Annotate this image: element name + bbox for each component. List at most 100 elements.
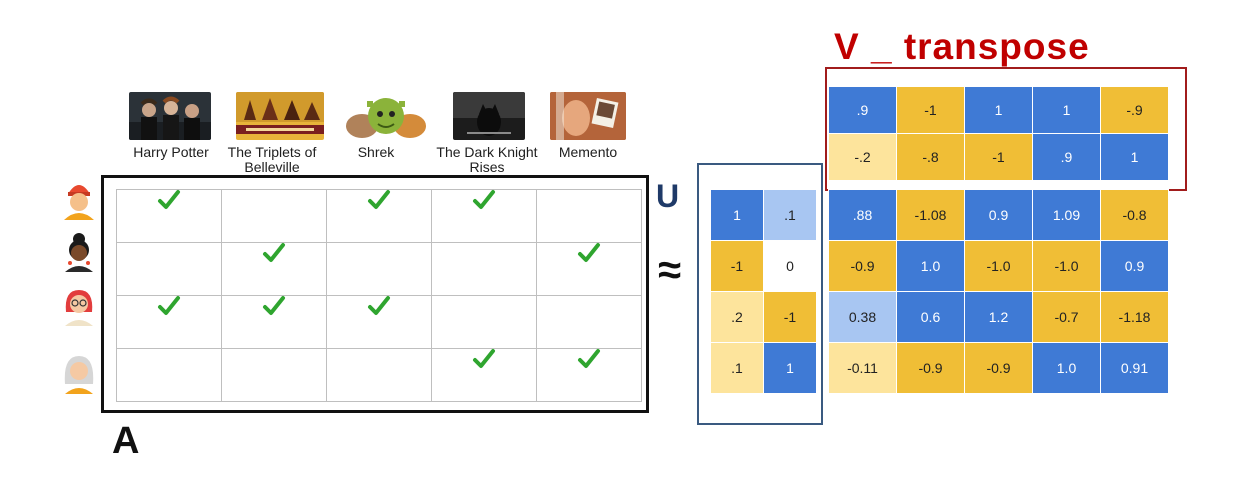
- vt-cell: -1: [964, 133, 1033, 181]
- checkmark-icon: [471, 346, 497, 372]
- ratings-cell: [536, 295, 642, 349]
- user-avatar-4: [60, 354, 98, 394]
- ratings-cell: [116, 293, 222, 349]
- ratings-cell: [326, 242, 432, 296]
- product-cell: 0.91: [1100, 342, 1169, 394]
- ratings-matrix-a: [116, 189, 642, 402]
- matrix-a-frame: [101, 175, 649, 413]
- checkmark-icon: [576, 240, 602, 266]
- ratings-cell: [116, 348, 222, 402]
- product-cell: -0.11: [828, 342, 897, 394]
- movie-title-shrek: Shrek: [357, 144, 395, 160]
- u-cell: -1: [710, 240, 764, 292]
- vt-cell: -1: [896, 86, 965, 134]
- product-cell: 0.9: [964, 189, 1033, 241]
- ratings-cell: [221, 242, 327, 296]
- ratings-cell: [116, 242, 222, 296]
- product-cell: -0.9: [964, 342, 1033, 394]
- movie-title-triplets: The Triplets of Belleville: [227, 144, 317, 175]
- checkmark-icon: [261, 293, 287, 319]
- ratings-cell: [431, 187, 537, 243]
- matrix-u-label: U: [656, 178, 680, 214]
- vt-cell: .9: [828, 86, 897, 134]
- ratings-cell: [326, 293, 432, 349]
- ratings-cell: [326, 187, 432, 243]
- ratings-cell: [431, 242, 537, 296]
- checkmark-icon: [366, 293, 392, 319]
- checkmark-icon: [156, 187, 182, 213]
- ratings-row: [116, 240, 642, 296]
- product-cell: -0.9: [828, 240, 897, 292]
- ratings-cell: [326, 348, 432, 402]
- u-row: .2-1: [710, 291, 817, 343]
- ratings-row: [116, 187, 642, 243]
- user-avatar-1: [60, 180, 98, 220]
- checkmark-icon: [576, 346, 602, 372]
- user-avatar-2: [60, 232, 98, 272]
- u-cell: 0: [763, 240, 817, 292]
- product-cell: -0.8: [1100, 189, 1169, 241]
- u-row: 1.1: [710, 189, 817, 241]
- product-cell: 0.6: [896, 291, 965, 343]
- product-cell: 1.0: [1032, 342, 1101, 394]
- u-cell: 1: [710, 189, 764, 241]
- v-transpose-title: V _ transpose: [834, 26, 1090, 67]
- movie-title-memento: Memento: [558, 144, 618, 160]
- product-cell: -1.0: [964, 240, 1033, 292]
- product-cell: .88: [828, 189, 897, 241]
- ratings-cell: [536, 240, 642, 296]
- dark-knight-poster: [453, 92, 525, 140]
- vt-cell: -.2: [828, 133, 897, 181]
- product-cell: 0.9: [1100, 240, 1169, 292]
- ratings-cell: [536, 189, 642, 243]
- checkmark-icon: [156, 293, 182, 319]
- product-cell: 0.38: [828, 291, 897, 343]
- matrix-a-label: A: [112, 420, 140, 462]
- ratings-cell: [116, 187, 222, 243]
- vt-cell: 1: [1032, 86, 1101, 134]
- ratings-cell: [536, 346, 642, 402]
- product-cell: -1.18: [1100, 291, 1169, 343]
- ratings-cell: [431, 346, 537, 402]
- ratings-row: [116, 346, 642, 402]
- ratings-row: [116, 293, 642, 349]
- ratings-cell: [221, 293, 327, 349]
- product-cell: -0.7: [1032, 291, 1101, 343]
- u-cell: .2: [710, 291, 764, 343]
- matrix-u-frame: [697, 163, 823, 425]
- approx-symbol: ≈: [658, 246, 682, 293]
- u-cell: -1: [763, 291, 817, 343]
- product-cell: -1.0: [1032, 240, 1101, 292]
- ratings-cell: [221, 189, 327, 243]
- harry-potter-poster: [129, 92, 211, 140]
- product-cell: 1.0: [896, 240, 965, 292]
- vt-cell: -.9: [1100, 86, 1169, 134]
- movie-title-harry-potter: Harry Potter: [133, 144, 209, 160]
- shrek-poster: [340, 92, 432, 140]
- user-avatar-3: [60, 286, 98, 326]
- ratings-cell: [221, 348, 327, 402]
- product-cell: -0.9: [896, 342, 965, 394]
- checkmark-icon: [471, 187, 497, 213]
- u-cell: 1: [763, 342, 817, 394]
- product-cell: 1.09: [1032, 189, 1101, 241]
- vt-cell: 1: [1100, 133, 1169, 181]
- u-cell: .1: [763, 189, 817, 241]
- u-cell: .1: [710, 342, 764, 394]
- checkmark-icon: [366, 187, 392, 213]
- product-cell: 1.2: [964, 291, 1033, 343]
- vt-cell: -.8: [896, 133, 965, 181]
- triplets-poster: [236, 92, 324, 140]
- ratings-cell: [431, 295, 537, 349]
- product-cell: -1.08: [896, 189, 965, 241]
